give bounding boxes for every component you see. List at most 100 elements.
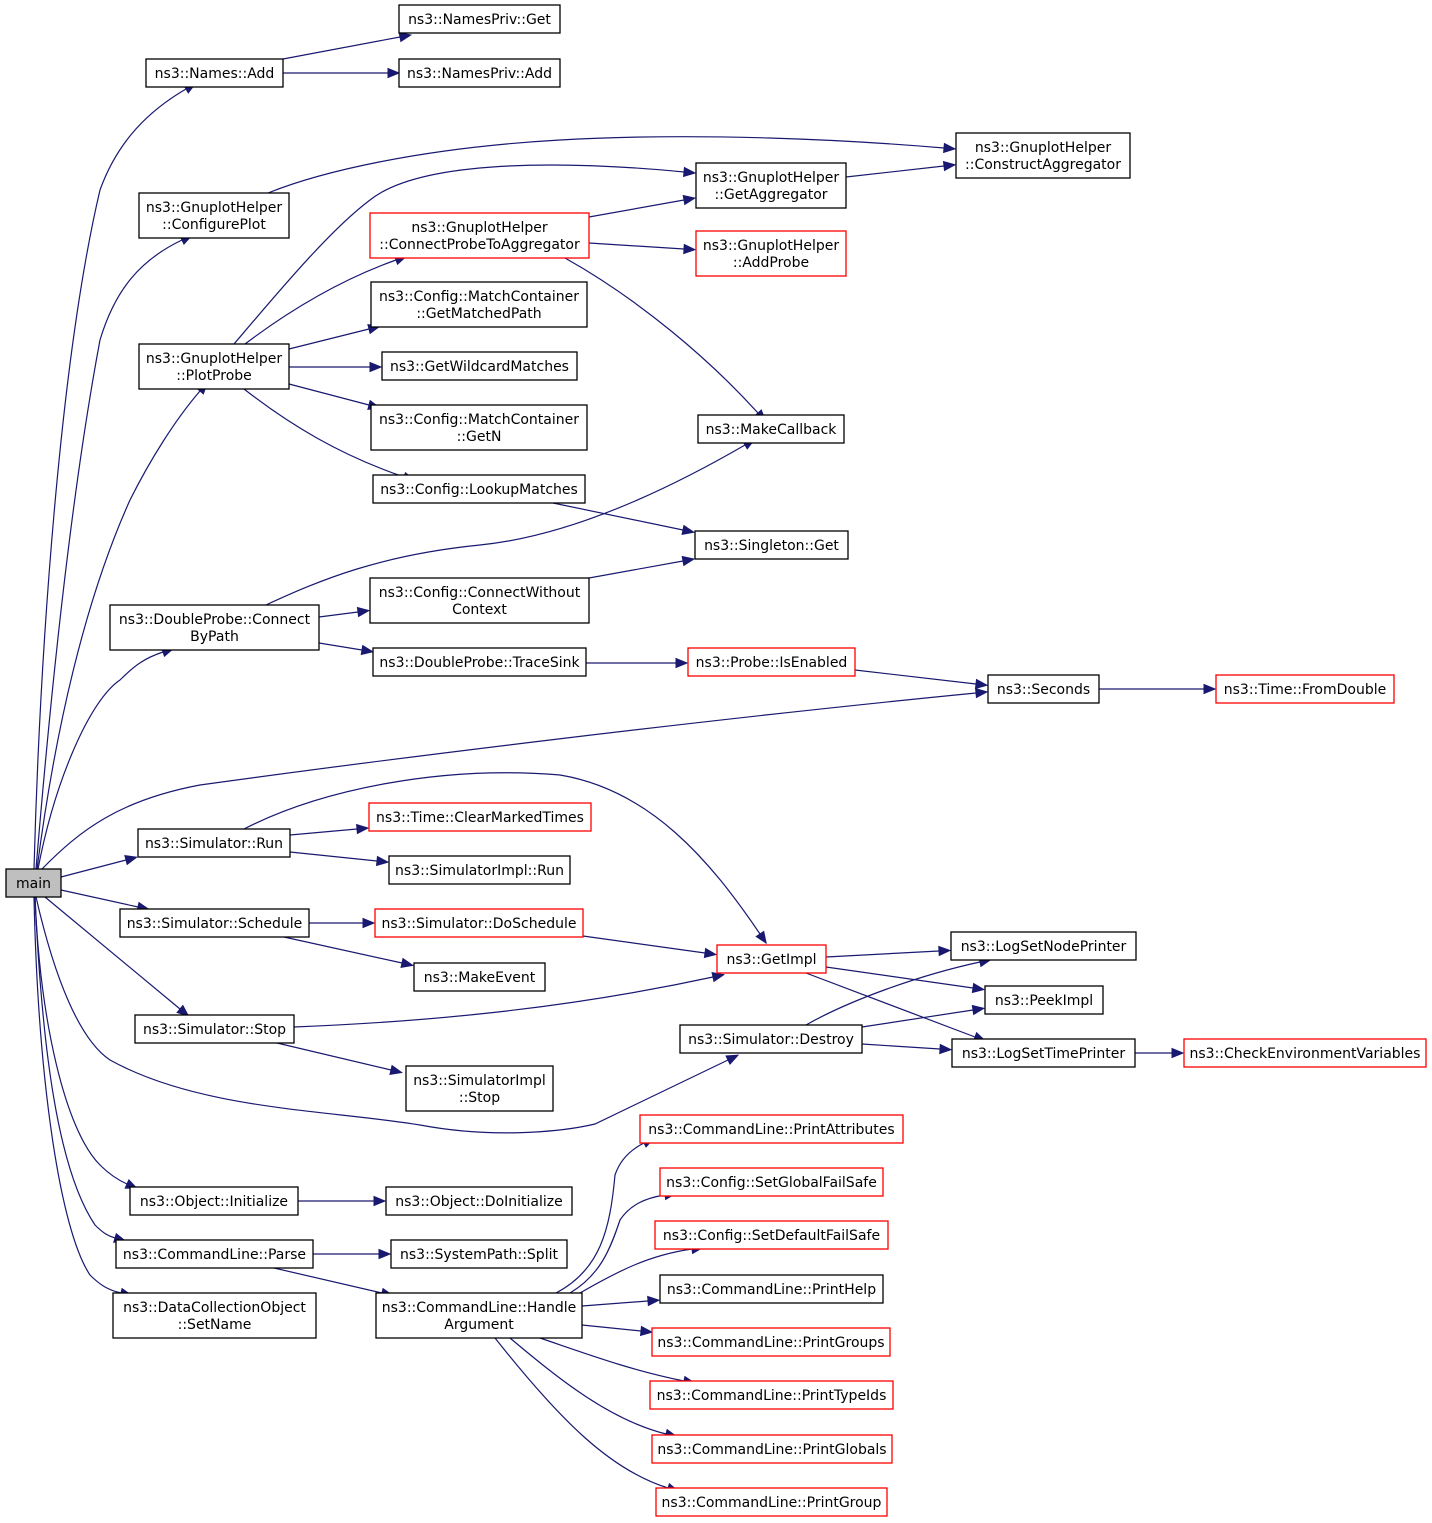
- node-label: ns3::Config::SetDefaultFailSafe: [663, 1228, 880, 1244]
- node-label: ::ConnectProbeToAggregator: [379, 237, 580, 253]
- edges-layer: [33, 31, 1217, 1493]
- node-label: ns3::GnuplotHelper: [146, 351, 282, 367]
- node-label: ns3::PeekImpl: [995, 993, 1093, 1009]
- node-box: [413, 962, 546, 992]
- node-simimpl_stop[interactable]: ns3::SimulatorImpl::Stop: [405, 1065, 554, 1112]
- node-box: [368, 802, 592, 832]
- node-systempath_split[interactable]: ns3::SystemPath::Split: [390, 1239, 568, 1269]
- node-lookupmatches[interactable]: ns3::Config::LookupMatches: [372, 474, 586, 504]
- node-cl_parse[interactable]: ns3::CommandLine::Parse: [115, 1239, 314, 1269]
- edge-main-to-seconds: [41, 687, 989, 870]
- node-label: ns3::Names::Add: [155, 66, 275, 82]
- node-sim_stop[interactable]: ns3::Simulator::Stop: [134, 1014, 295, 1044]
- node-label: ::GetMatchedPath: [416, 306, 541, 322]
- node-main[interactable]: main: [5, 868, 62, 898]
- node-cl_printhelp[interactable]: ns3::CommandLine::PrintHelp: [659, 1274, 884, 1304]
- node-box: [370, 404, 588, 451]
- edge-sim_destroy-to-logsettimeprinter: [861, 1043, 953, 1055]
- arrowhead: [1171, 1047, 1185, 1059]
- node-box: [659, 1167, 884, 1197]
- node-label: ns3::Config::SetGlobalFailSafe: [666, 1175, 877, 1191]
- node-box: [372, 647, 587, 677]
- node-label: ns3::Config::MatchContainer: [379, 289, 579, 305]
- arrowhead: [939, 1043, 953, 1055]
- edge-cl_parse-to-systempath_split: [313, 1248, 392, 1260]
- node-box: [369, 212, 590, 259]
- node-time_clearmarkedtimes[interactable]: ns3::Time::ClearMarkedTimes: [368, 802, 592, 832]
- node-obj_doinitialize[interactable]: ns3::Object::DoInitialize: [385, 1186, 573, 1216]
- arrowhead: [681, 524, 696, 536]
- node-cl_printattributes[interactable]: ns3::CommandLine::PrintAttributes: [639, 1114, 904, 1144]
- node-label: ns3::Simulator::DoSchedule: [382, 916, 577, 932]
- node-sim_run[interactable]: ns3::Simulator::Run: [137, 828, 291, 858]
- node-gh_addprobe[interactable]: ns3::GnuplotHelper::AddProbe: [695, 230, 847, 277]
- node-gh_configureplot[interactable]: ns3::GnuplotHelper::ConfigurePlot: [138, 192, 290, 239]
- node-sim_destroy[interactable]: ns3::Simulator::Destroy: [679, 1024, 863, 1054]
- node-seconds[interactable]: ns3::Seconds: [987, 674, 1100, 704]
- node-label: ns3::Singleton::Get: [704, 538, 839, 554]
- node-label: ns3::Time::ClearMarkedTimes: [376, 810, 584, 826]
- edge-lookupmatches-to-singleton_get: [552, 502, 696, 536]
- node-cl_printgroup[interactable]: ns3::CommandLine::PrintGroup: [655, 1487, 888, 1517]
- node-mc_getmatchedpath[interactable]: ns3::Config::MatchContainer::GetMatchedP…: [370, 281, 588, 328]
- arrowhead: [375, 855, 390, 867]
- edge-main-to-sim_destroy: [35, 896, 740, 1134]
- node-getimpl[interactable]: ns3::GetImpl: [716, 944, 827, 974]
- node-makecallback[interactable]: ns3::MakeCallback: [697, 414, 845, 444]
- edge-dp_connectbypath-to-connectwithoutcontext: [318, 606, 371, 618]
- node-label: ns3::Time::FromDouble: [1224, 682, 1387, 698]
- node-probe_isenabled[interactable]: ns3::Probe::IsEnabled: [687, 647, 856, 677]
- node-singleton_get[interactable]: ns3::Singleton::Get: [694, 530, 849, 560]
- node-simimpl_run[interactable]: ns3::SimulatorImpl::Run: [388, 855, 571, 885]
- node-gh_connectprobe[interactable]: ns3::GnuplotHelper::ConnectProbeToAggreg…: [369, 212, 590, 259]
- node-gh_getaggregator[interactable]: ns3::GnuplotHelper::GetAggregator: [695, 162, 847, 209]
- node-cfg_setglobalfailsafe[interactable]: ns3::Config::SetGlobalFailSafe: [659, 1167, 884, 1197]
- node-cl_printtypeids[interactable]: ns3::CommandLine::PrintTypeIds: [649, 1380, 894, 1410]
- arrowhead: [639, 1325, 654, 1337]
- node-sim_doschedule[interactable]: ns3::Simulator::DoSchedule: [374, 908, 584, 938]
- node-box: [1215, 674, 1395, 704]
- node-label: ns3::MakeEvent: [424, 970, 536, 986]
- node-label: ::PlotProbe: [176, 368, 252, 384]
- node-sim_schedule[interactable]: ns3::Simulator::Schedule: [119, 908, 310, 938]
- node-namespriv_add[interactable]: ns3::NamesPriv::Add: [398, 58, 561, 88]
- node-logsettimeprinter[interactable]: ns3::LogSetTimePrinter: [951, 1038, 1136, 1068]
- node-getwildcardmatches[interactable]: ns3::GetWildcardMatches: [381, 351, 578, 381]
- node-dco_setname[interactable]: ns3::DataCollectionObject::SetName: [112, 1292, 317, 1339]
- node-label: ns3::GnuplotHelper: [703, 238, 839, 254]
- node-peekimpl[interactable]: ns3::PeekImpl: [984, 985, 1104, 1015]
- node-box: [372, 474, 586, 504]
- node-namespriv_get[interactable]: ns3::NamesPriv::Get: [398, 4, 561, 34]
- node-names_add[interactable]: ns3::Names::Add: [145, 58, 284, 88]
- edge-sim_destroy-to-peekimpl: [861, 1004, 986, 1028]
- edge-main-to-sim_schedule: [60, 889, 151, 913]
- node-gh_constructaggregator[interactable]: ns3::GnuplotHelper::ConstructAggregator: [955, 132, 1131, 179]
- node-box: [716, 944, 827, 974]
- node-time_fromdouble[interactable]: ns3::Time::FromDouble: [1215, 674, 1395, 704]
- node-label: ns3::Simulator::Stop: [143, 1022, 286, 1038]
- edge-sim_run-to-time_clearmarkedtimes: [289, 823, 370, 836]
- node-cl_printglobals[interactable]: ns3::CommandLine::PrintGlobals: [651, 1434, 893, 1464]
- edge-sim_schedule-to-makeevent: [283, 936, 415, 969]
- node-box: [984, 985, 1104, 1015]
- node-box: [987, 674, 1100, 704]
- edge-sim_stop-to-simimpl_stop: [276, 1042, 403, 1075]
- node-cl_printgroups[interactable]: ns3::CommandLine::PrintGroups: [651, 1327, 891, 1357]
- edge-main-to-gh_configureplot: [35, 234, 194, 870]
- node-label: ns3::Config::LookupMatches: [380, 482, 578, 498]
- node-obj_initialize[interactable]: ns3::Object::Initialize: [129, 1186, 299, 1216]
- node-checkenvvars[interactable]: ns3::CheckEnvironmentVariables: [1183, 1038, 1427, 1068]
- node-gh_plotprobe[interactable]: ns3::GnuplotHelper::PlotProbe: [138, 343, 290, 390]
- node-box: [385, 1186, 573, 1216]
- node-cfg_setdefaultfailsafe[interactable]: ns3::Config::SetDefaultFailSafe: [654, 1220, 889, 1250]
- node-label: ::GetN: [457, 429, 502, 445]
- node-makeevent[interactable]: ns3::MakeEvent: [413, 962, 546, 992]
- node-logsetnodeprinter[interactable]: ns3::LogSetNodePrinter: [950, 931, 1137, 961]
- node-mc_getn[interactable]: ns3::Config::MatchContainer::GetN: [370, 404, 588, 451]
- node-dp_tracesink[interactable]: ns3::DoubleProbe::TraceSink: [372, 647, 587, 677]
- node-label: Argument: [444, 1317, 514, 1333]
- node-label: Context: [452, 602, 507, 618]
